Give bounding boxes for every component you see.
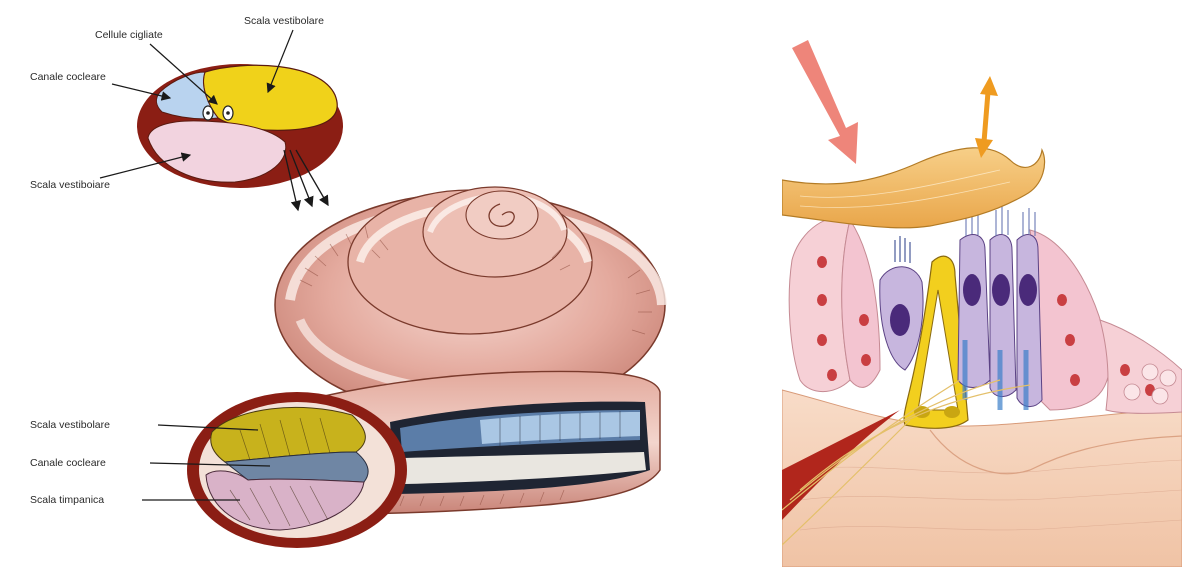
scala-vestibolare-region [203,65,337,130]
label-scala-vestiboiare-bottom: Scala vestiboiare [30,179,110,191]
outer-hair-cells [958,206,1042,410]
label-scala-vestibolare-cut: Scala vestibolare [30,419,110,431]
large-cross-section [187,392,407,548]
scala-timpanica-region [148,121,286,182]
label-canale-cocleare-cut: Canale cocleare [30,457,106,469]
label-scala-timpanica: Scala timpanica [30,494,104,506]
label-cellule-cigliate: Cellule cigliate [95,29,163,41]
organ-of-corti [782,0,1182,567]
label-canale-cocleare-top: Canale cocleare [30,71,106,83]
small-cross-section [137,64,343,210]
label-scala-vestibolare-top: Scala vestibolare [244,15,324,27]
